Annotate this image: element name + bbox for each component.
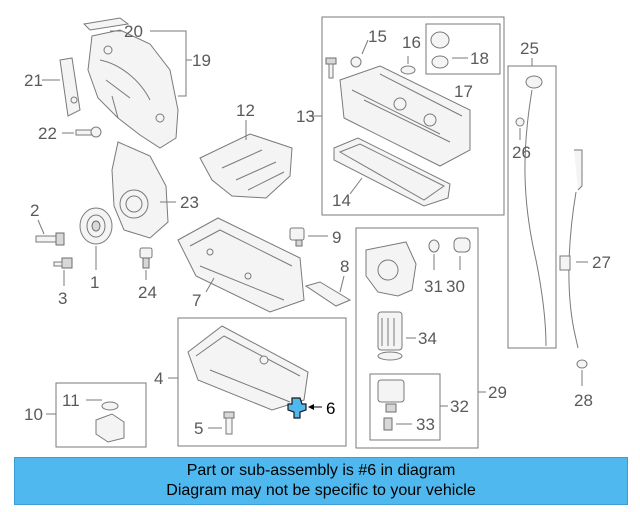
oil-filter-group-box — [355, 227, 479, 449]
sensor-24 — [139, 247, 153, 269]
oil-filler-cap — [430, 31, 450, 69]
callout-19[interactable]: 19 — [192, 51, 211, 70]
callout-25[interactable]: 25 — [520, 39, 539, 58]
callout-17[interactable]: 17 — [454, 82, 473, 101]
callout-20[interactable]: 20 — [124, 22, 143, 41]
oil-pan-group-box — [177, 317, 347, 447]
callout-13[interactable]: 13 — [296, 107, 315, 126]
callout-31[interactable]: 31 — [424, 277, 443, 296]
oil-filter-element — [377, 311, 403, 361]
drain-bolt-5 — [223, 411, 235, 435]
oil-baffle — [199, 133, 293, 199]
lower-oil-pan — [187, 325, 309, 411]
bolt-22 — [75, 126, 102, 138]
callout-7[interactable]: 7 — [192, 291, 201, 310]
bolt-2 — [35, 232, 65, 246]
callout-29[interactable]: 29 — [488, 383, 507, 402]
valve-cover-gasket — [333, 137, 451, 207]
callout-16[interactable]: 16 — [402, 33, 421, 52]
callout-8[interactable]: 8 — [340, 257, 349, 276]
callout-12[interactable]: 12 — [236, 101, 255, 120]
timing-cover — [87, 29, 179, 149]
callout-14[interactable]: 14 — [332, 191, 351, 210]
plug-33 — [383, 417, 393, 431]
oil-filter-housing — [365, 241, 417, 297]
parts-diagram: 20 19 21 22 23 1 2 3 24 — [24, 16, 611, 449]
callout-2[interactable]: 2 — [30, 201, 39, 220]
callout-11[interactable]: 11 — [62, 391, 80, 410]
dipstick-group-box — [507, 65, 557, 349]
seal-31 — [428, 239, 440, 253]
banner-line-2: Diagram may not be specific to your vehi… — [166, 482, 476, 499]
gasket-8 — [304, 281, 352, 307]
dipstick-tube — [559, 149, 583, 349]
timing-cover-gasket — [82, 17, 130, 31]
plug-9 — [289, 227, 305, 247]
timing-cover-seal — [59, 57, 81, 117]
callout-10[interactable]: 10 — [24, 405, 43, 424]
callout-1[interactable]: 1 — [90, 273, 99, 292]
callout-5[interactable]: 5 — [194, 419, 203, 438]
callout-32[interactable]: 32 — [450, 397, 469, 416]
seal-30 — [453, 237, 471, 253]
seal-26 — [515, 117, 525, 127]
info-banner: Part or sub-assembly is #6 in diagram Di… — [14, 457, 628, 505]
bolt-3 — [53, 257, 73, 269]
filter-housing-subgroup-box — [369, 373, 441, 441]
callout-18[interactable]: 18 — [470, 49, 489, 68]
callout-22[interactable]: 22 — [38, 124, 57, 143]
callout-24[interactable]: 24 — [138, 283, 157, 302]
part-6-highlighted[interactable] — [287, 397, 307, 419]
oil-cap-group-box — [425, 23, 501, 75]
callout-15[interactable]: 15 — [368, 27, 387, 46]
bolt-15b — [350, 56, 362, 68]
callout-21[interactable]: 21 — [24, 71, 43, 90]
upper-oil-pan — [177, 217, 305, 313]
callout-4[interactable]: 4 — [154, 369, 163, 388]
seal-16 — [400, 65, 416, 75]
callout-9[interactable]: 9 — [332, 228, 341, 247]
callout-27[interactable]: 27 — [592, 253, 611, 272]
filter-cap — [377, 379, 405, 413]
seal-28 — [576, 359, 588, 369]
lower-timing-cover — [111, 141, 169, 239]
crankshaft-pulley — [79, 207, 113, 245]
valve-cover — [339, 65, 471, 167]
oil-level-sensor-group-box — [55, 382, 147, 448]
callout-33[interactable]: 33 — [416, 415, 435, 434]
callout-28[interactable]: 28 — [574, 391, 593, 410]
dipstick — [524, 75, 547, 347]
oil-level-sensor — [95, 401, 125, 443]
callout-3[interactable]: 3 — [58, 289, 67, 308]
bolt-15 — [325, 57, 337, 79]
callout-23[interactable]: 23 — [180, 193, 199, 212]
callout-6[interactable]: 6 — [326, 399, 335, 418]
callout-26[interactable]: 26 — [512, 143, 531, 162]
callout-30[interactable]: 30 — [446, 277, 465, 296]
callout-34[interactable]: 34 — [418, 329, 437, 348]
banner-line-1: Part or sub-assembly is #6 in diagram — [186, 462, 456, 479]
